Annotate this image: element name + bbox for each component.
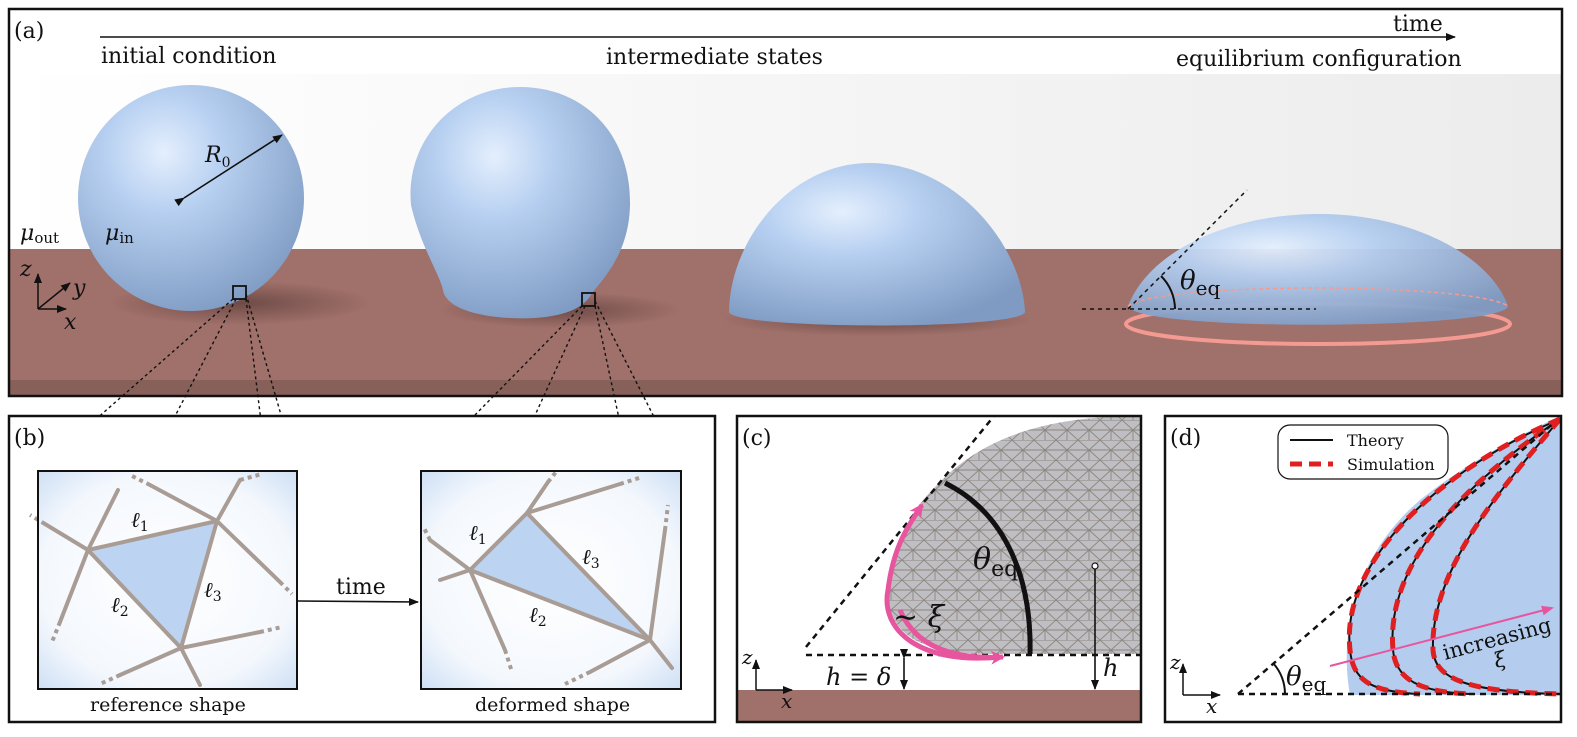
axis-z-label-a: z — [19, 257, 32, 282]
axis-z-label-c: z — [741, 645, 753, 669]
panel-c — [735, 414, 1143, 724]
axis-z-label-d: z — [1169, 650, 1181, 674]
radius-arrow — [174, 134, 283, 207]
axis-x-label-d: x — [1206, 694, 1217, 718]
initial-sphere-droplet — [78, 85, 304, 311]
legend-simulation-label: Simulation — [1347, 455, 1435, 474]
time-arrow-b — [297, 597, 419, 606]
increasing-xi-arrow — [1329, 605, 1554, 667]
panel-d-label: (d) — [1170, 426, 1201, 451]
edge-l3-def: ℓ3 — [582, 545, 600, 572]
xi-arrow-right — [897, 608, 1005, 665]
radius-label: R0 — [204, 143, 231, 171]
theta-eq-label-a: θeq — [1180, 266, 1220, 300]
panel-a-label: (a) — [14, 19, 44, 44]
panel-a-frame — [7, 7, 1564, 398]
xi-arrow-up — [884, 503, 1001, 661]
panel-d — [1163, 414, 1563, 724]
axis-x-label-c: x — [781, 689, 792, 713]
h-label: h — [1103, 654, 1118, 682]
zoom-box-sphere — [232, 285, 247, 300]
theta-arc-d — [1272, 662, 1286, 695]
axis-y-label-a: y — [72, 276, 86, 301]
mesh-droplet-surface — [888, 416, 1141, 655]
simulation-curve-2 — [1390, 416, 1561, 697]
theta-eq-label-c: θeq — [973, 542, 1018, 582]
intermediate-droplet-1 — [410, 87, 631, 319]
equilibrium-droplet — [1128, 214, 1508, 325]
panel-d-frame — [1163, 414, 1563, 724]
theta-arc-c — [943, 480, 1033, 655]
panel-a — [7, 7, 1564, 398]
edge-l1-def: ℓ1 — [469, 521, 487, 548]
legend-theory-label: Theory — [1347, 431, 1404, 450]
panel-c-frame — [735, 414, 1143, 724]
intermediate-droplet-2 — [729, 163, 1025, 326]
panel-a-header-band — [9, 9, 1562, 74]
axes-c — [752, 659, 793, 694]
substrate-edge — [9, 380, 1562, 396]
edge-l3-ref: ℓ3 — [204, 578, 222, 605]
contact-line-back — [1127, 287, 1509, 307]
edge-l2-ref: ℓ2 — [111, 593, 129, 620]
axis-x-label-a: x — [64, 310, 77, 335]
axes-d — [1179, 663, 1221, 699]
reference-shape-caption: reference shape — [90, 694, 246, 716]
time-label-b: time — [336, 575, 386, 600]
theta-arc — [1160, 275, 1176, 310]
xi-label-c: ∼ ξ — [893, 600, 946, 635]
h-marker — [1091, 562, 1099, 570]
deformed-cell — [420, 470, 682, 690]
panel-c-label: (c) — [742, 426, 772, 451]
theta-eq-label-d: θeq — [1286, 662, 1326, 696]
panel-b — [7, 414, 717, 724]
tangent-dashed-d — [1237, 421, 1556, 695]
mu-in-label: μin — [105, 221, 134, 247]
edge-l2-def: ℓ2 — [529, 603, 547, 630]
time-label: time — [1393, 12, 1443, 37]
reference-cell — [28, 470, 298, 690]
panel-b-label: (b) — [14, 426, 45, 451]
zoom-box-intermediate — [581, 292, 596, 307]
mu-out-label: μout — [20, 221, 59, 247]
axes-triad-a — [34, 273, 71, 313]
stage-initial-label: initial condition — [101, 44, 276, 69]
legend-d — [1277, 424, 1449, 480]
stage-intermediate-label: intermediate states — [606, 45, 823, 70]
deformed-shape-caption: deformed shape — [475, 694, 630, 716]
tangent-dashed-c — [805, 415, 995, 648]
stage-equilibrium-label: equilibrium configuration — [1176, 47, 1462, 72]
edge-l1-ref: ℓ1 — [131, 508, 149, 535]
substrate-c — [737, 690, 1141, 722]
simulation-curve-3 — [1430, 417, 1561, 697]
simulation-curve-1 — [1346, 416, 1561, 697]
h-delta-label: h = δ — [826, 663, 891, 691]
